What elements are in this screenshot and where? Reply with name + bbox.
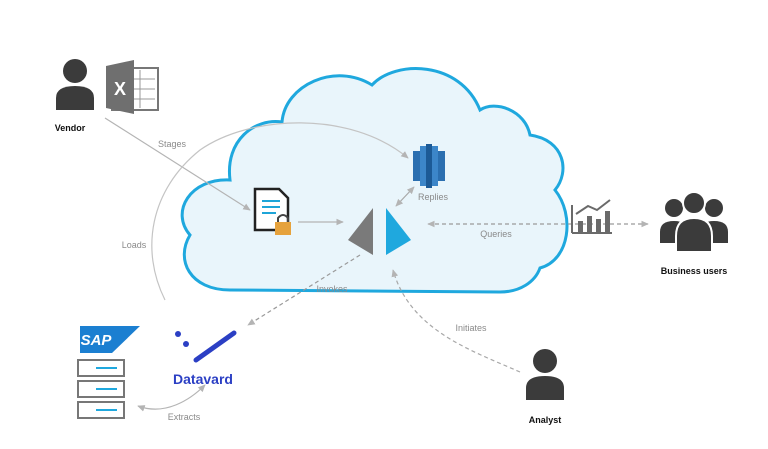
business-users-group-icon xyxy=(660,191,728,253)
analyst-person-icon xyxy=(526,349,564,400)
datavard-logo-text: Datavard xyxy=(173,371,233,387)
sap-logo-text: SAP xyxy=(81,332,113,349)
extracts-label: Extracts xyxy=(168,412,201,422)
replies-connector xyxy=(395,186,415,207)
invokes-connector xyxy=(247,254,361,326)
extracts-connector xyxy=(137,384,206,412)
lambda-icon xyxy=(348,208,411,255)
stages-label: Stages xyxy=(158,139,187,149)
initiates-label: Initiates xyxy=(455,323,487,333)
replies-label: Replies xyxy=(418,192,449,202)
invokes-label: Invokes xyxy=(316,284,348,294)
cloud-shape xyxy=(180,67,569,294)
excel-letter: X xyxy=(114,79,126,99)
vendor-person-icon xyxy=(56,59,94,110)
loads-connector xyxy=(151,122,409,301)
loads-label: Loads xyxy=(122,240,147,250)
vendor-label: Vendor xyxy=(55,123,86,133)
chart-icon xyxy=(571,199,612,234)
server-rack-icon xyxy=(77,359,125,419)
queries-label: Queries xyxy=(480,229,512,239)
datavard-logo: Datavard xyxy=(173,330,237,387)
initiates-connector xyxy=(391,269,521,373)
business-users-label: Business users xyxy=(661,266,728,276)
secure-document-icon xyxy=(253,187,291,235)
sap-logo: SAP xyxy=(80,326,140,353)
database-icon xyxy=(413,144,445,188)
excel-icon: X xyxy=(106,60,159,114)
analyst-label: Analyst xyxy=(529,415,562,425)
stages-connector xyxy=(104,117,251,211)
